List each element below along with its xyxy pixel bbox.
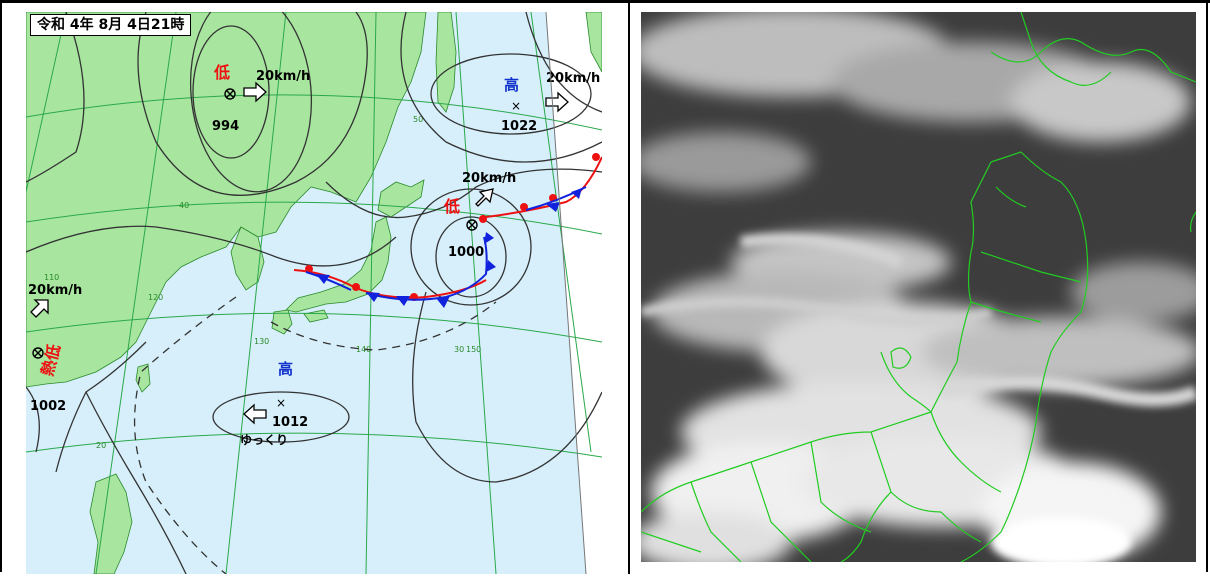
lon-label-130: 130 [254, 337, 269, 346]
low-north-pressure: 994 [212, 119, 239, 134]
lat-label-40: 40 [179, 201, 189, 210]
low-north-center [224, 88, 236, 100]
tropical-low-speed: 20km/h [28, 283, 82, 298]
map-date-title: 令和 4年 8月 4日21時 [30, 14, 192, 36]
low-east-speed: 20km/h [462, 171, 516, 186]
weather-map-svg: 110 120 130 140 150 50 40 30 20 [26, 12, 602, 574]
land-honshu [285, 216, 392, 313]
lon-label-140: 140 [356, 345, 371, 354]
land-sakhalin [435, 12, 457, 113]
low-east-center [466, 219, 478, 231]
high-south-pressure: 1012 [272, 415, 308, 430]
tropical-low-pressure: 1002 [30, 399, 66, 414]
land-hokkaido [377, 179, 425, 218]
lat-label-20: 20 [96, 441, 106, 450]
high-south-center: × [276, 396, 286, 410]
latlon-grid [26, 12, 602, 574]
low-north-speed: 20km/h [256, 69, 310, 84]
top-border [0, 0, 1210, 3]
weather-map: 110 120 130 140 150 50 40 30 20 [26, 12, 602, 574]
satellite-image [641, 12, 1196, 562]
satellite-svg [641, 12, 1196, 562]
stationary-front [293, 153, 602, 308]
high-northeast-label: 高 [504, 76, 519, 94]
panel-divider [628, 0, 630, 574]
land-korea [230, 226, 265, 291]
lat-label-30: 30 [454, 345, 464, 354]
high-south-label: 高 [278, 360, 293, 378]
high-south-speed: ゆっくり [240, 433, 288, 447]
isobars [26, 12, 602, 574]
land-philippines [89, 473, 133, 574]
lon-label-120: 120 [148, 293, 163, 302]
low-east-label: 低 [443, 197, 460, 216]
lon-label-150: 150 [466, 345, 481, 354]
lat-label-50: 50 [413, 115, 423, 124]
low-north-label: 低 [213, 63, 230, 82]
low-east-pressure: 1000 [448, 245, 484, 260]
movement-arrows [30, 81, 569, 425]
high-northeast-center: × [511, 99, 521, 113]
high-northeast-pressure: 1022 [501, 119, 537, 134]
high-northeast-speed: 20km/h [546, 71, 600, 86]
tropical-low-center [32, 347, 44, 359]
coastlines [641, 12, 1196, 562]
lon-label-110: 110 [44, 273, 59, 282]
